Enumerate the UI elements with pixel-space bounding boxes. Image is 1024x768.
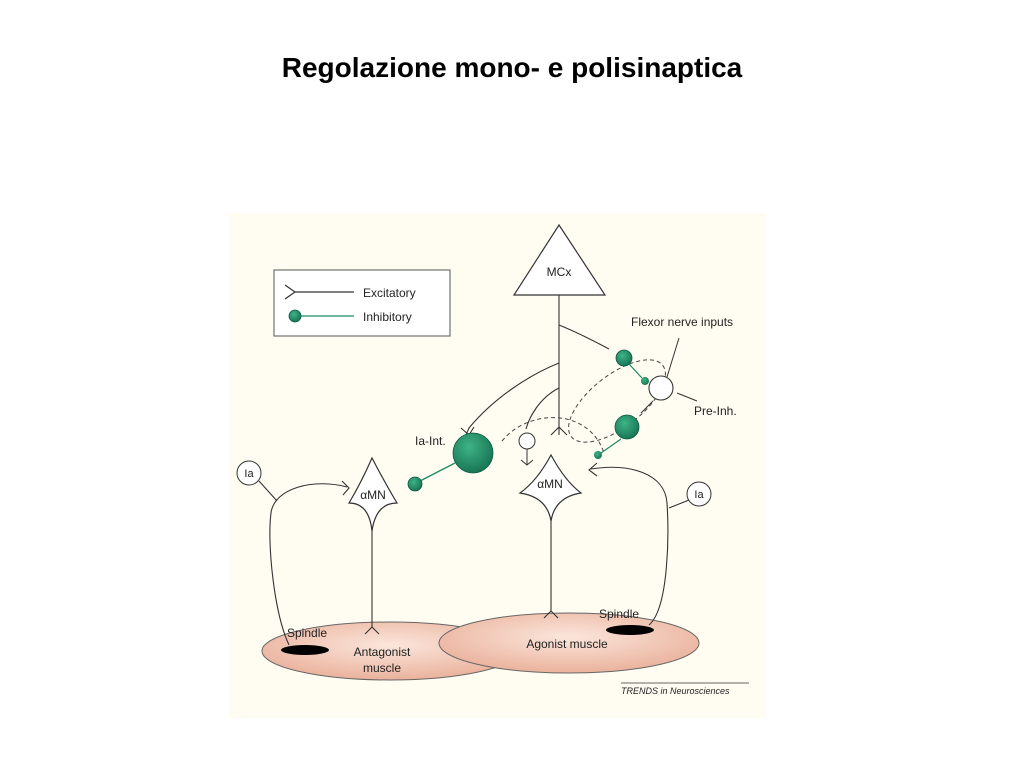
ia-int-label: Ia-Int. bbox=[415, 434, 446, 448]
spindle-left-label: Spindle bbox=[287, 626, 327, 640]
mcx-excitatory-terminal bbox=[550, 426, 568, 436]
small-interneuron bbox=[518, 432, 536, 450]
credit-label: TRENDS in Neurosciences bbox=[621, 686, 730, 696]
pre-inh-green-link bbox=[600, 438, 622, 454]
branch-small-int bbox=[525, 387, 560, 430]
spindle-left bbox=[281, 645, 329, 655]
pre-inh-pointer bbox=[676, 392, 698, 402]
pre-inh-axon bbox=[640, 400, 654, 414]
mcx-pyramidal-cell bbox=[512, 223, 607, 296]
ia-left-circle bbox=[236, 460, 262, 486]
amn-right-label: αMN bbox=[537, 477, 563, 491]
pre-inh-interneuron bbox=[648, 375, 674, 401]
branch-flexor-upper bbox=[558, 324, 610, 350]
slide-title: Regolazione mono- e polisinaptica bbox=[281, 52, 743, 83]
pre-inh-inhibitory-neuron bbox=[614, 414, 640, 440]
pre-inh-label: Pre-Inh. bbox=[694, 404, 737, 418]
antagonist-label-line2: muscle bbox=[363, 661, 401, 675]
dashed-collateral bbox=[501, 417, 605, 454]
ia-right-label: Ia bbox=[694, 489, 704, 501]
muscles bbox=[261, 612, 700, 681]
flexor-pointer-line bbox=[666, 337, 680, 378]
branch-ia-int bbox=[465, 362, 560, 436]
agonist-label: Agonist muscle bbox=[526, 637, 608, 651]
pre-inhibition-circuit bbox=[594, 337, 698, 459]
pre-inh-small-terminal bbox=[594, 451, 602, 459]
ia-left-terminal bbox=[341, 480, 350, 496]
flexor-green-link bbox=[628, 363, 643, 379]
legend: Excitatory Inhibitory bbox=[273, 269, 451, 337]
flexor-inhibitory-terminal-1 bbox=[615, 349, 633, 367]
ia-interneuron bbox=[452, 432, 494, 474]
ia-left-afferent bbox=[269, 483, 348, 646]
spindle-right bbox=[606, 625, 654, 635]
ia-int-inhibitory-axon bbox=[419, 462, 456, 482]
amn-left-endplate bbox=[364, 626, 380, 635]
neural-circuit-diagram: Excitatory Inhibitory bbox=[229, 213, 766, 718]
pre-inh-region bbox=[568, 359, 666, 443]
legend-box bbox=[273, 269, 451, 337]
ia-left-label: Ia bbox=[244, 468, 254, 480]
ia-int-terminal-on-antagonist bbox=[407, 476, 423, 492]
small-interneuron-axon bbox=[520, 449, 534, 466]
amn-right-endplate bbox=[543, 610, 559, 619]
legend-inhibitory-label: Inhibitory bbox=[363, 310, 412, 324]
descending-pathway bbox=[460, 295, 610, 436]
amn-left-label: αMN bbox=[360, 488, 386, 502]
inhibitory-synapse-icon bbox=[288, 309, 302, 323]
flexor-label: Flexor nerve inputs bbox=[631, 315, 733, 329]
legend-excitatory-label: Excitatory bbox=[363, 286, 416, 300]
diagram-canvas: Excitatory Inhibitory bbox=[236, 223, 749, 696]
ia-right-circle bbox=[686, 481, 712, 507]
mcx-label: MCx bbox=[547, 265, 572, 279]
flexor-small-terminal bbox=[641, 377, 649, 385]
ia-right-afferent bbox=[590, 466, 669, 626]
ia-right-terminal bbox=[588, 462, 598, 477]
ia-left-label-line bbox=[258, 480, 278, 502]
spindle-right-label: Spindle bbox=[599, 607, 639, 621]
antagonist-label-line1: Antagonist bbox=[354, 645, 411, 659]
